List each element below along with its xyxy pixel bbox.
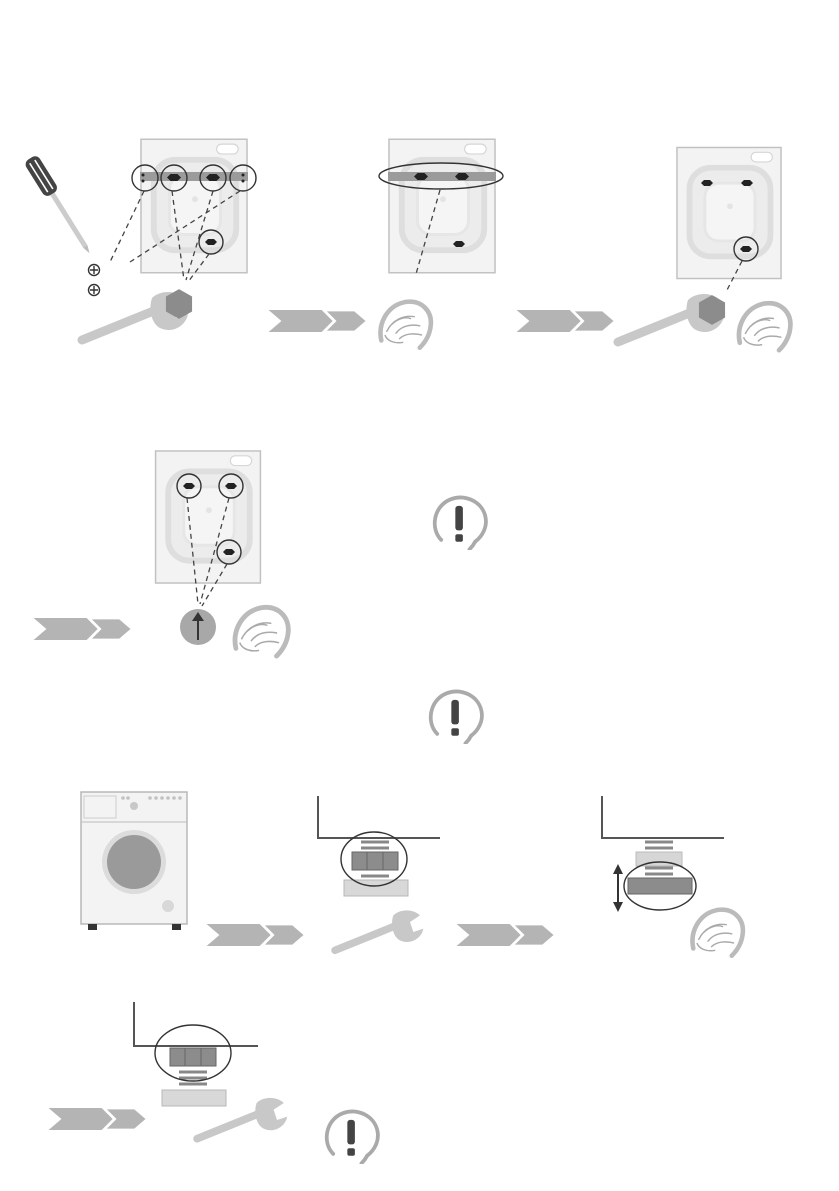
double-arrow-icon: [517, 310, 616, 332]
step-2-group: [34, 451, 486, 743]
adjustable-foot-icon: [318, 796, 440, 896]
washing-machine-icon: [81, 792, 187, 930]
up-down-arrow-icon: [613, 864, 623, 912]
warning-icon: [435, 498, 486, 550]
push-cap-icon: [180, 609, 216, 645]
screw-icon: [89, 265, 100, 296]
step-3-group: [49, 792, 743, 1163]
step-1-group: [23, 139, 790, 350]
adjustable-foot-icon: [134, 1002, 258, 1106]
machine-rear-panel: [677, 147, 781, 292]
machine-rear-panel: [379, 139, 503, 274]
double-arrow-icon: [49, 1108, 148, 1130]
warning-icon: [431, 692, 482, 744]
double-arrow-icon: [269, 310, 368, 332]
wrench-icon: [335, 910, 423, 950]
hand-icon: [693, 910, 743, 956]
hand-icon: [235, 607, 288, 656]
double-arrow-icon: [207, 924, 306, 946]
hand-icon: [739, 303, 790, 350]
screwdriver-icon: [23, 154, 96, 257]
warning-icon: [327, 1112, 378, 1164]
hand-icon: [381, 302, 431, 348]
double-arrow-icon: [457, 924, 556, 946]
adjustable-foot-icon: [602, 796, 724, 910]
machine-rear-panel: [156, 451, 261, 606]
double-arrow-icon: [34, 618, 133, 640]
